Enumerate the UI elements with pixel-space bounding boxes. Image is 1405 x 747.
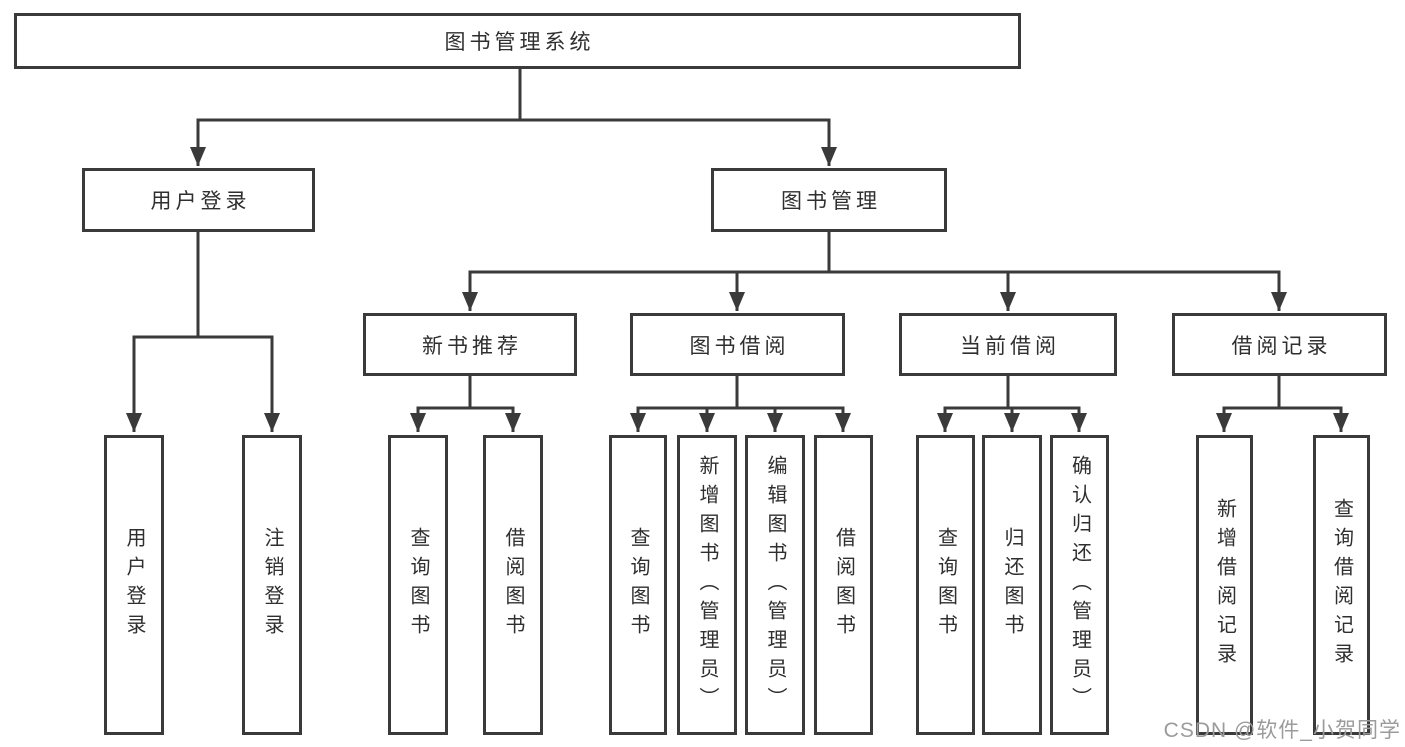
leaf-user-login: 用户登录 [104,435,164,735]
csdn-watermark: CSDN @软件_小贺同学 [1163,719,1401,742]
node-current-borrowing: 当前借阅 [899,313,1117,376]
leaf-br-add-record: 新增借阅记录 [1196,435,1253,735]
node-root-system: 图书管理系统 [14,13,1021,69]
node-book-borrowing: 图书借阅 [630,313,845,376]
leaf-bb-add-books-admin: 新增图书（管理员） [677,435,737,735]
leaf-cb-return-books: 归还图书 [982,435,1042,735]
leaf-logout: 注销登录 [242,435,302,735]
leaf-nb-borrow-books: 借阅图书 [483,435,543,735]
leaf-bb-edit-books-admin: 编辑图书（管理员） [745,435,805,735]
node-borrowing-records: 借阅记录 [1172,313,1387,376]
node-user-login: 用户登录 [82,168,315,232]
leaf-nb-query-books: 查询图书 [388,435,448,735]
leaf-bb-query-books: 查询图书 [609,435,667,735]
leaf-cb-confirm-return-admin: 确认归还（管理员） [1050,435,1109,735]
leaf-br-query-record: 查询借阅记录 [1313,435,1370,735]
leaf-bb-borrow-books: 借阅图书 [814,435,873,735]
node-book-management: 图书管理 [711,168,947,232]
node-new-book-recommend: 新书推荐 [363,313,577,376]
leaf-cb-query-books: 查询图书 [916,435,975,735]
